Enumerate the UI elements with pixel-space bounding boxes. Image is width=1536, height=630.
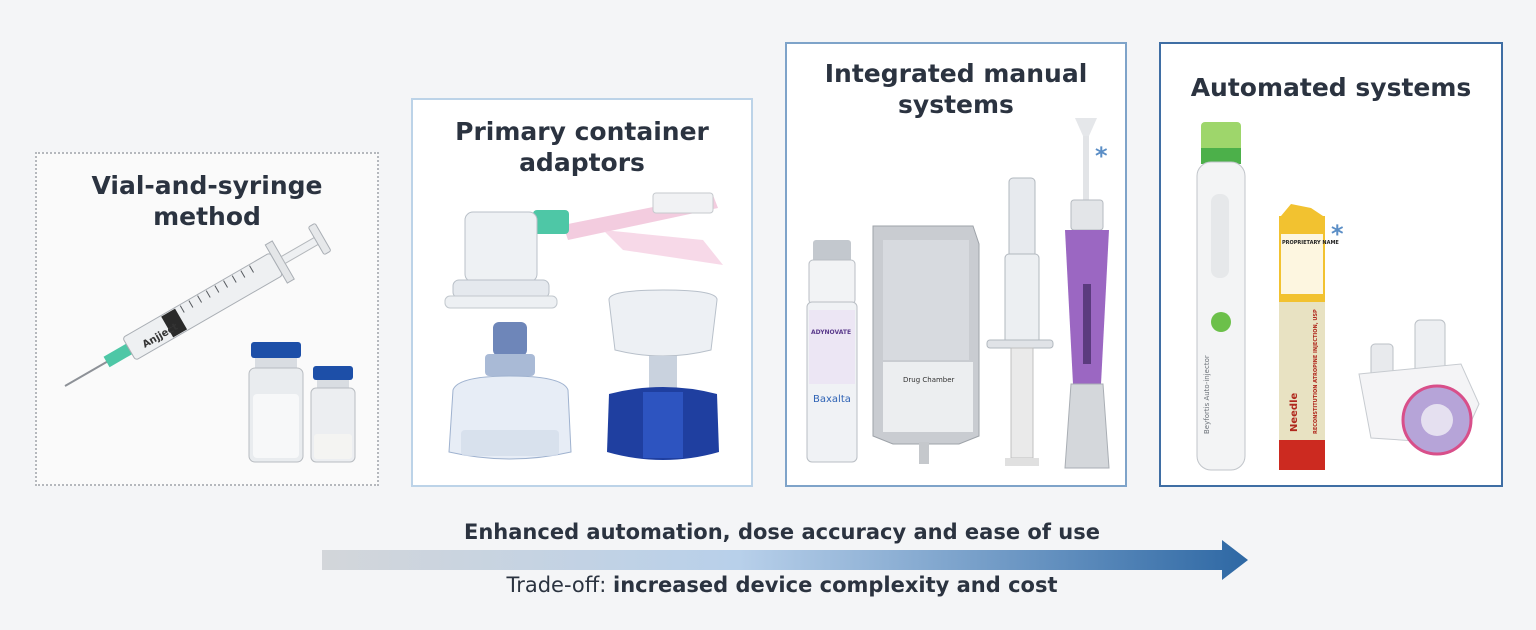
automated-systems-illustration: Beyfortis Auto-injector PROPRIETARY NAME… bbox=[1196, 122, 1480, 471]
dual-chamber-syringe bbox=[986, 177, 1054, 466]
panel-title: Automated systems bbox=[1190, 73, 1472, 102]
adaptor-blue bbox=[607, 289, 719, 460]
tradeoff-emphasis: increased device complexity and cost bbox=[613, 573, 1058, 597]
atropine-autoinjector: PROPRIETARY NAME RECONSTITUTION ATROPINE… bbox=[1279, 204, 1339, 470]
panel-primary-container-adaptors: Primary container adaptors bbox=[411, 98, 753, 487]
adaptor-clear bbox=[448, 322, 572, 460]
panel-title: Integrated manual systems bbox=[824, 59, 1088, 119]
arrow-tradeoff-label: Trade-off: increased device complexity a… bbox=[322, 573, 1242, 597]
bag-chamber-label: Drug Chamber bbox=[903, 376, 955, 384]
cartridge-lower-label: Needle bbox=[1289, 392, 1300, 432]
panel-title: Vial-and-syringe method bbox=[91, 171, 323, 231]
adaptor-with-syringe-port bbox=[444, 192, 723, 309]
vial-large bbox=[248, 342, 304, 463]
asterisk-footnote-marker: * bbox=[1331, 220, 1344, 248]
asterisk-footnote-marker: * bbox=[1095, 142, 1108, 170]
cartridge-middle-label: RECONSTITUTION ATROPINE INJECTION, USP bbox=[1313, 309, 1319, 434]
adaptors-illustration bbox=[444, 192, 723, 460]
on-body-system bbox=[1358, 319, 1480, 456]
syringe: Anjject bbox=[64, 223, 331, 387]
dual-chamber-bag: Drug Chamber bbox=[872, 225, 980, 464]
integrated-systems-illustration: ADYNOVATE Baxalta Drug Chamber bbox=[806, 118, 1110, 469]
panel-automated-systems: Automated systems Beyfortis Auto-injecto… bbox=[1159, 42, 1503, 487]
dual-vial-system: ADYNOVATE Baxalta bbox=[806, 240, 858, 463]
panel-title: Primary container adaptors bbox=[455, 117, 709, 177]
vial-name-label: ADYNOVATE bbox=[811, 329, 851, 336]
arrow-benefit-label: Enhanced automation, dose accuracy and e… bbox=[464, 520, 1100, 544]
autoinjector-pen: Beyfortis Auto-injector bbox=[1196, 122, 1246, 471]
vial-and-syringe-illustration: Anjject bbox=[64, 223, 356, 463]
cartridge-upper-label: PROPRIETARY NAME bbox=[1282, 240, 1339, 246]
panel-vial-and-syringe: Vial-and-syringe method Anjject bbox=[35, 152, 379, 486]
vial-small bbox=[310, 366, 356, 463]
tradeoff-prefix: Trade-off: bbox=[506, 573, 613, 597]
vial-brand-label: Baxalta bbox=[813, 394, 851, 405]
gradient-arrow bbox=[322, 540, 1248, 580]
panel-integrated-manual-systems: Integrated manual systems ADYNOVATE Baxa… bbox=[785, 42, 1127, 487]
autoinjector-label: Beyfortis Auto-injector bbox=[1203, 355, 1211, 434]
purple-pen-device bbox=[1064, 118, 1110, 469]
